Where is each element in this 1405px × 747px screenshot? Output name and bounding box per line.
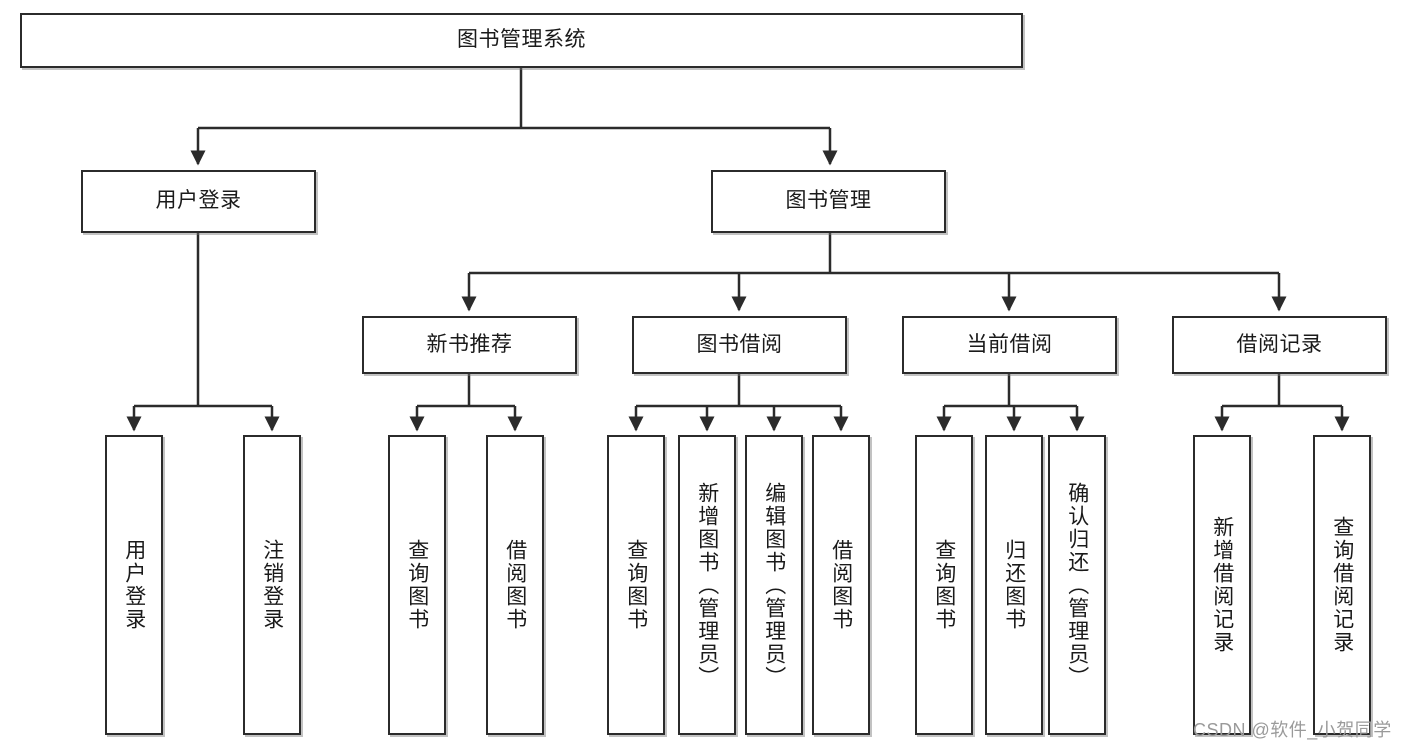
node-book-management-label: 图书管理 (785, 189, 872, 213)
edges-root-to-level1 (190, 68, 838, 166)
node-book-borrow[interactable]: 图书借阅 (632, 316, 847, 374)
node-new-book-recommend-label: 新书推荐 (426, 332, 513, 356)
node-current-borrow-label: 当前借阅 (966, 332, 1053, 356)
leaf-user-login[interactable]: 用户登录 (105, 435, 163, 735)
node-current-borrow[interactable]: 当前借阅 (902, 316, 1117, 374)
node-user-login[interactable]: 用户登录 (81, 170, 316, 233)
node-book-management[interactable]: 图书管理 (711, 170, 946, 233)
leaf-borrow-books-recommend[interactable]: 借阅图书 (486, 435, 544, 735)
node-user-login-label: 用户登录 (155, 189, 242, 213)
leaf-user-logout[interactable]: 注销登录 (243, 435, 301, 735)
leaf-query-books-borrow[interactable]: 查询图书 (607, 435, 665, 735)
leaf-add-book-admin[interactable]: 新增图书（管理员） (678, 435, 736, 735)
leaf-add-book-admin-label: 新增图书（管理员） (695, 481, 719, 689)
leaf-query-books-recommend[interactable]: 查询图书 (388, 435, 446, 735)
leaf-return-books[interactable]: 归还图书 (985, 435, 1043, 735)
leaf-add-borrow-record-label: 新增借阅记录 (1210, 516, 1234, 654)
leaf-query-books-current-label: 查询图书 (932, 539, 956, 631)
edges-current-to-leaves (936, 374, 1085, 432)
edges-borrow-to-leaves (628, 374, 849, 432)
node-borrow-records-label: 借阅记录 (1236, 332, 1323, 356)
leaf-confirm-return-admin-label: 确认归还（管理员） (1065, 481, 1089, 689)
leaf-query-borrow-record-label: 查询借阅记录 (1330, 516, 1354, 654)
leaf-borrow-books[interactable]: 借阅图书 (812, 435, 870, 735)
leaf-query-books-recommend-label: 查询图书 (405, 539, 429, 631)
leaf-borrow-books-label: 借阅图书 (829, 539, 853, 631)
leaf-edit-book-admin-label: 编辑图书（管理员） (762, 481, 786, 689)
edges-login-to-leaves (126, 233, 280, 432)
leaf-return-books-label: 归还图书 (1002, 539, 1026, 631)
leaf-edit-book-admin[interactable]: 编辑图书（管理员） (745, 435, 803, 735)
node-root[interactable]: 图书管理系统 (20, 13, 1023, 68)
leaf-add-borrow-record[interactable]: 新增借阅记录 (1193, 435, 1251, 735)
csdn-watermark: CSDN @软件_小贺同学 (1193, 720, 1392, 740)
leaf-query-books-current[interactable]: 查询图书 (915, 435, 973, 735)
leaf-user-login-label: 用户登录 (122, 539, 146, 631)
node-root-label: 图书管理系统 (457, 28, 586, 52)
edges-books-to-level2 (461, 233, 1287, 312)
node-borrow-records[interactable]: 借阅记录 (1172, 316, 1387, 374)
edges-newbooks-to-leaves (409, 374, 523, 432)
leaf-query-books-borrow-label: 查询图书 (624, 539, 648, 631)
leaf-confirm-return-admin[interactable]: 确认归还（管理员） (1048, 435, 1106, 735)
node-new-book-recommend[interactable]: 新书推荐 (362, 316, 577, 374)
node-book-borrow-label: 图书借阅 (696, 332, 783, 356)
leaf-borrow-books-recommend-label: 借阅图书 (503, 539, 527, 631)
leaf-user-logout-label: 注销登录 (260, 539, 284, 631)
edges-records-to-leaves (1214, 374, 1350, 432)
leaf-query-borrow-record[interactable]: 查询借阅记录 (1313, 435, 1371, 735)
